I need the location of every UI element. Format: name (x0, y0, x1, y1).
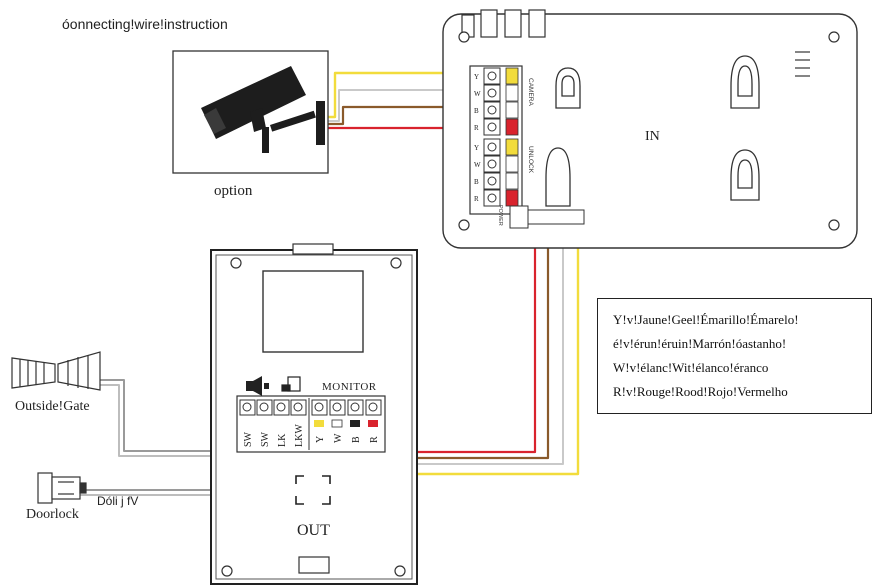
outdoor-label: OUT (297, 522, 330, 539)
diagram-title: óonnecting!wire!instruction (62, 16, 228, 32)
doorlock-small-icon (281, 376, 301, 392)
legend-row-brown: é!v!érun!éruin!Marrón!óastanho! (613, 336, 787, 351)
outdoor-terminal-lkw: LKW (294, 424, 305, 447)
security-camera-icon (201, 66, 325, 153)
monitor-label: MONITOR (322, 381, 377, 393)
indoor-terminal-b2: B (474, 178, 479, 186)
outdoor-screw-holes (221, 257, 406, 577)
indoor-terminal-block: Y W B R Y W B R (469, 65, 585, 229)
outdoor-terminal-block: SW SW LK LKW Y W B R (236, 395, 386, 453)
indoor-screw-holes (458, 31, 840, 231)
legend-row-red: R!v!Rouge!Rood!Rojo!Vermelho (613, 384, 788, 399)
outdoor-terminal-b: B (351, 436, 362, 443)
indoor-terminal-w: W (474, 90, 481, 98)
indoor-terminal-r: R (474, 124, 479, 132)
outdoor-terminal-sw2: SW (260, 431, 271, 447)
indoor-label: IN (645, 129, 660, 144)
indoor-terminal-y2: Y (474, 144, 479, 152)
outside-gate-icon (11, 351, 101, 391)
indoor-unlock-group-label: UNLOCK (527, 146, 534, 174)
indoor-terminal-y: Y (474, 73, 479, 81)
doorlock-label: Doorlock (26, 507, 79, 522)
speaker-grille (795, 51, 810, 77)
microphone-bracket (295, 475, 331, 505)
mounting-hooks (545, 55, 760, 207)
legend-row-white: W!v!élanc!Wit!élanco!éranco (613, 360, 769, 375)
outdoor-camera-window (262, 270, 364, 353)
camera-option-label: option (214, 183, 253, 199)
doorlock-voltage-label: Dóli j fV (97, 494, 139, 508)
legend-row-yellow: Y!v!Jaune!Geel!Émarillo!Émarelo! (613, 312, 799, 327)
outdoor-terminal-sw1: SW (243, 431, 254, 447)
outside-gate-label: Outside!Gate (15, 399, 90, 414)
indoor-power-label: POWER (497, 205, 503, 226)
indoor-camera-group-label: CAMERA (527, 78, 534, 106)
indoor-unit: Y W B R Y W B R (442, 9, 858, 249)
outdoor-terminal-w: W (333, 433, 344, 443)
outdoor-terminal-y: Y (315, 436, 326, 443)
wire-color-legend: Y!v!Jaune!Geel!Émarillo!Émarelo! é!v!éru… (597, 298, 872, 414)
indoor-terminal-r2: R (474, 195, 479, 203)
doorlock-icon (37, 472, 87, 504)
unlock-speaker-icon (246, 376, 269, 396)
camera-option-panel (172, 50, 329, 174)
indoor-terminal-b: B (474, 107, 479, 115)
indoor-top-tabs (461, 9, 546, 38)
outdoor-terminal-r: R (369, 436, 380, 443)
indoor-terminal-w2: W (474, 161, 481, 169)
outdoor-terminal-lk: LK (277, 433, 288, 447)
outdoor-unit: MONITOR (210, 243, 418, 585)
